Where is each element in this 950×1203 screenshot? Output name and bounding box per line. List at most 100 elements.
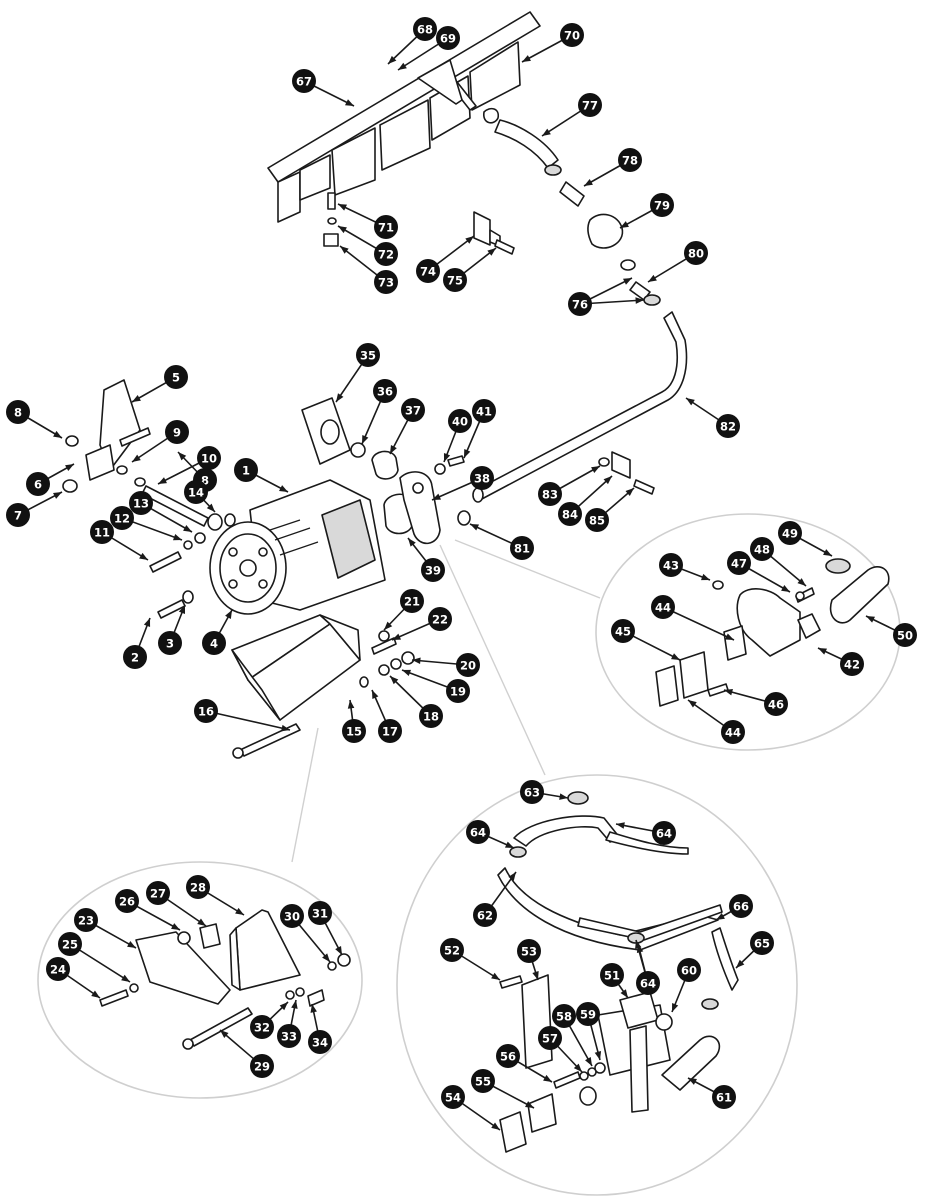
callout-badge	[277, 1024, 301, 1048]
callout-4: 4	[202, 631, 226, 655]
callout-badge	[552, 1004, 576, 1028]
callout-number: 43	[663, 559, 679, 573]
callout-number: 37	[405, 404, 421, 418]
detail-valve-42	[655, 558, 890, 707]
callout-badge	[401, 398, 425, 422]
callout-37: 37	[401, 398, 425, 422]
callout-2: 2	[123, 645, 147, 669]
callout-33: 33	[277, 1024, 301, 1048]
callout-leader-55-arrowhead	[525, 1101, 534, 1108]
callout-leader-44-arrowhead	[724, 633, 734, 640]
callout-badge	[374, 270, 398, 294]
callout-leader-8-arrowhead	[178, 452, 187, 461]
callout-14: 14	[184, 480, 208, 504]
stud-71-72-73	[323, 192, 339, 247]
callout-17: 17	[378, 719, 402, 743]
callout-31: 31	[308, 901, 332, 925]
callout-badge	[308, 901, 332, 925]
callout-badge	[400, 589, 424, 613]
callout-leader-29-arrowhead	[220, 1030, 229, 1038]
callout-number: 23	[78, 914, 94, 928]
callout-number: 64	[656, 827, 672, 841]
callout-leader-74-arrowhead	[465, 236, 474, 244]
callout-44: 44	[651, 595, 675, 619]
callout-badge	[428, 607, 452, 631]
lower-bracket-15	[231, 614, 361, 759]
callout-badge	[496, 1044, 520, 1068]
callout-badge	[677, 958, 701, 982]
callout-leader-25-arrowhead	[121, 974, 130, 982]
callout-badge	[721, 720, 745, 744]
callout-number: 80	[688, 247, 704, 261]
callout-number: 82	[720, 420, 736, 434]
callout-leader-33-arrowhead	[291, 1000, 298, 1009]
callout-leader-19-arrowhead	[402, 669, 412, 677]
callout-number: 8	[14, 406, 22, 420]
callout-leader-4-arrowhead	[225, 610, 232, 619]
callout-number: 32	[254, 1021, 270, 1035]
callout-leader-24-arrowhead	[91, 990, 100, 998]
callout-badge	[893, 623, 917, 647]
callout-leader-43-arrowhead	[700, 573, 710, 581]
callout-leader-27-arrowhead	[197, 918, 206, 926]
callout-number: 78	[622, 154, 638, 168]
filter-35-37	[301, 397, 399, 480]
callout-number: 16	[198, 705, 214, 719]
callout-number: 21	[404, 595, 420, 609]
callout-leader-7-arrowhead	[53, 492, 62, 499]
callout-leader-5-arrowhead	[132, 394, 141, 402]
callout-leader-32-arrowhead	[279, 1002, 288, 1011]
callout-number: 24	[50, 963, 66, 977]
callout-badge	[440, 938, 464, 962]
callout-number: 5	[172, 371, 180, 385]
callout-badge	[729, 894, 753, 918]
callout-49: 49	[778, 521, 802, 545]
callout-number: 51	[604, 969, 620, 983]
callout-number: 9	[173, 426, 181, 440]
callout-64: 64	[636, 971, 660, 995]
callout-40: 40	[448, 409, 472, 433]
air-pump	[209, 479, 386, 615]
callout-number: 77	[582, 99, 598, 113]
callout-badge	[6, 400, 30, 424]
callout-number: 26	[119, 895, 135, 909]
callout-number: 59	[580, 1008, 596, 1022]
callout-16: 16	[194, 699, 218, 723]
callout-77: 77	[578, 93, 602, 117]
callout-number: 30	[284, 910, 300, 924]
callout-number: 44	[655, 601, 671, 615]
callout-leader-38-arrowhead	[432, 493, 442, 500]
callout-number: 1	[242, 464, 250, 478]
callout-leader-65-arrowhead	[736, 959, 745, 968]
callout-leader-72-arrowhead	[338, 226, 347, 234]
callout-badge	[716, 414, 740, 438]
callout-24: 24	[46, 957, 70, 981]
callout-number: 35	[360, 349, 376, 363]
callout-badge	[636, 971, 660, 995]
callout-number: 47	[731, 557, 747, 571]
callout-38: 38	[470, 466, 494, 490]
callout-number: 60	[681, 964, 697, 978]
callout-badge	[158, 631, 182, 655]
callout-18: 18	[419, 704, 443, 728]
callout-57: 57	[538, 1026, 562, 1050]
callout-leader-45-arrowhead	[671, 653, 680, 660]
callout-29: 29	[250, 1054, 274, 1078]
callout-leader-53-arrowhead	[532, 970, 539, 980]
callout-leader-78-arrowhead	[584, 178, 593, 186]
callout-badge	[280, 904, 304, 928]
callout-number: 65	[754, 937, 770, 951]
callout-badge	[538, 482, 562, 506]
callout-leader-64-arrowhead	[616, 822, 625, 829]
callout-badge	[115, 889, 139, 913]
callout-number: 75	[447, 274, 463, 288]
callout-badge	[684, 241, 708, 265]
callout-leader-20-arrowhead	[412, 657, 421, 665]
callout-leader-16	[205, 710, 291, 731]
callout-72: 72	[374, 242, 398, 266]
callout-number: 36	[377, 385, 393, 399]
callout-number: 10	[201, 452, 217, 466]
callout-badge	[659, 553, 683, 577]
